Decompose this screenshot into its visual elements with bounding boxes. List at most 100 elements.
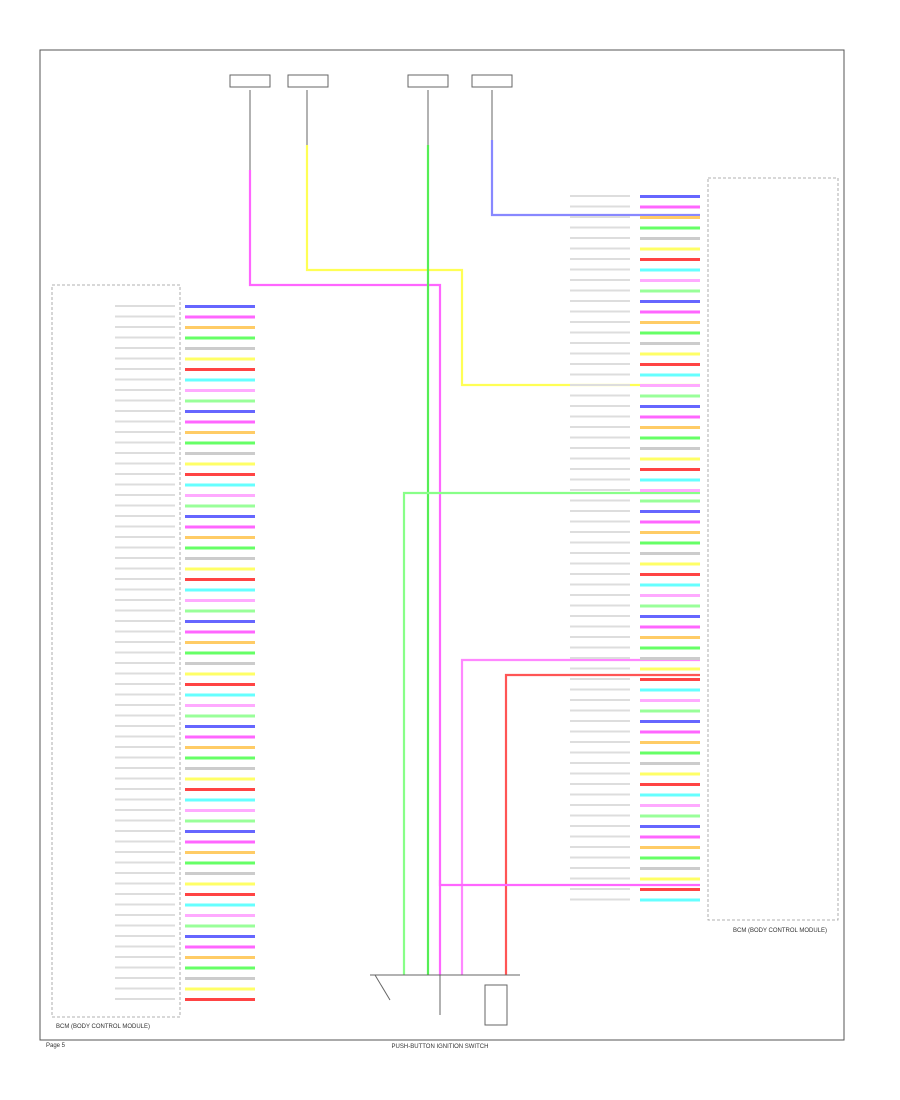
pin-label-placeholder [115, 977, 175, 979]
pin-wire-bar [185, 987, 255, 991]
pin-wire-bar [640, 363, 700, 366]
pin-wire-bar [185, 956, 255, 959]
pin-wire-bar [640, 510, 700, 513]
pin-label-placeholder [570, 814, 630, 817]
pin-label-placeholder [570, 793, 630, 796]
pin-wire-bar [185, 914, 255, 917]
pin-label-placeholder [115, 767, 175, 769]
pin-label-placeholder [115, 399, 175, 402]
pin-label-placeholder [115, 851, 175, 853]
pin-label-placeholder [570, 825, 630, 827]
pin-label-placeholder [570, 510, 630, 512]
pin-label-placeholder [570, 867, 630, 869]
pin-label-placeholder [570, 331, 630, 334]
pin-label-placeholder [570, 699, 630, 701]
pin-wire-bar [185, 683, 255, 686]
pin-wire-bar [640, 604, 700, 608]
pin-wire-bar [640, 898, 700, 902]
pin-wire-bar [640, 226, 700, 230]
pin-wire-bar [640, 468, 700, 471]
pin-label-placeholder [570, 289, 630, 292]
pin-wire-bar [185, 662, 255, 665]
pin-label-placeholder [115, 473, 175, 475]
pin-wire-bar [640, 216, 700, 219]
pin-label-placeholder [115, 462, 175, 465]
pin-label-placeholder [115, 756, 175, 759]
left-connector-rows [115, 305, 255, 1001]
pin-wire-bar [640, 384, 700, 387]
wire-yellow [305, 145, 700, 387]
pin-label-placeholder [115, 924, 175, 927]
pin-label-placeholder [115, 840, 175, 843]
pin-label-placeholder [570, 604, 630, 607]
pin-wire-bar [640, 741, 700, 744]
pin-label-placeholder [570, 835, 630, 838]
pin-label-placeholder [115, 557, 175, 559]
pin-wire-bar [185, 567, 255, 571]
pin-label-placeholder [570, 237, 630, 239]
pin-wire-bar [185, 704, 255, 707]
pin-wire-bar [185, 378, 255, 382]
pin-wire-bar [640, 342, 700, 345]
pin-wire-bar [640, 814, 700, 818]
pin-label-placeholder [115, 326, 175, 328]
pin-wire-bar [640, 195, 700, 198]
pin-label-placeholder [115, 651, 175, 654]
pin-wire-bar [185, 893, 255, 896]
pin-label-placeholder [115, 315, 175, 318]
pin-wire-bar [640, 268, 700, 272]
pin-wire-bar [640, 888, 700, 891]
pin-wire-bar [185, 693, 255, 697]
pin-wire-bar [185, 735, 255, 739]
pin-wire-bar [640, 751, 700, 755]
pin-label-placeholder [570, 436, 630, 439]
pin-label-placeholder [570, 573, 630, 575]
pin-wire-bar [185, 441, 255, 445]
pin-wire-bar [640, 331, 700, 335]
pin-label-placeholder [115, 945, 175, 948]
pin-wire-bar [185, 725, 255, 728]
pin-label-placeholder [115, 546, 175, 549]
pin-wire-bar [640, 625, 700, 629]
pin-label-placeholder [115, 819, 175, 822]
pin-label-placeholder [115, 872, 175, 874]
pin-label-placeholder [115, 966, 175, 969]
pin-label-placeholder [115, 798, 175, 801]
pin-wire-bar [185, 315, 255, 319]
pin-label-placeholder [115, 389, 175, 391]
right-connector-rows [570, 195, 700, 902]
pin-label-placeholder [570, 720, 630, 722]
pin-label-placeholder [570, 762, 630, 764]
pin-wire-bar [640, 436, 700, 440]
pin-wire-bar [185, 924, 255, 928]
pin-label-placeholder [570, 751, 630, 754]
pin-label-placeholder [570, 667, 630, 670]
diagram-frame [39, 49, 845, 1041]
pin-label-placeholder [115, 683, 175, 685]
pin-label-placeholder [570, 646, 630, 649]
pin-label-placeholder [115, 914, 175, 916]
pin-label-placeholder [115, 641, 175, 643]
pin-label-placeholder [570, 195, 630, 197]
pin-wire-bar [185, 641, 255, 644]
pin-wire-bar [185, 651, 255, 655]
pin-label-placeholder [570, 625, 630, 628]
pin-wire-bar [640, 730, 700, 734]
pin-label-placeholder [570, 447, 630, 449]
pin-label-placeholder [570, 394, 630, 397]
pin-wire-bar [640, 636, 700, 639]
pin-wire-bar [185, 851, 255, 854]
pin-wire-bar [185, 609, 255, 613]
wire-pink-lower [460, 658, 700, 975]
pin-label-placeholder [115, 536, 175, 538]
pin-wire-bar [185, 672, 255, 676]
pin-label-placeholder [570, 615, 630, 617]
pin-wire-bar [640, 678, 700, 681]
pin-label-placeholder [570, 657, 630, 659]
left-module-box [51, 284, 181, 1018]
pin-label-placeholder [570, 772, 630, 775]
pin-wire-bar [185, 326, 255, 329]
pin-wire-bar [185, 557, 255, 560]
pin-wire-bar [185, 714, 255, 718]
pin-wire-bar [185, 767, 255, 770]
